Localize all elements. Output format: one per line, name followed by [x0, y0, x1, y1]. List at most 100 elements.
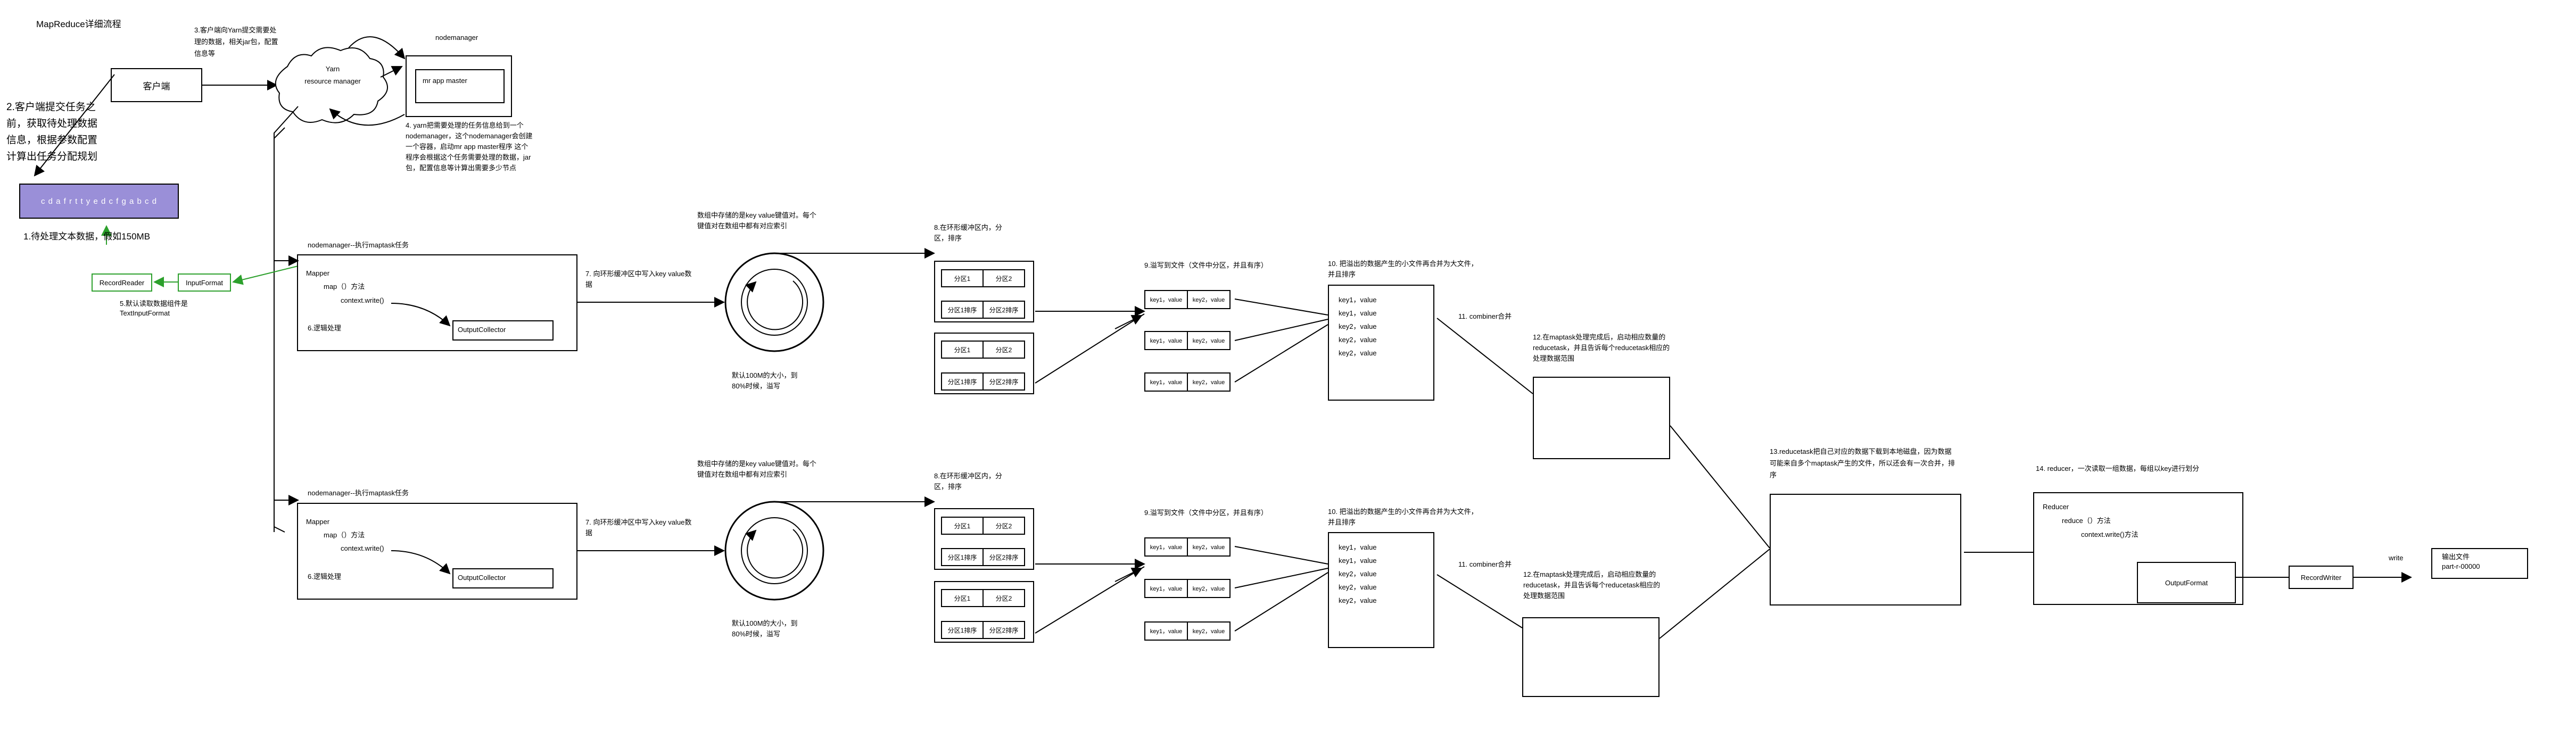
maptask-box: [297, 254, 577, 351]
partition-group-2: [934, 333, 1034, 394]
spill-kv-cell: key1，value: [1144, 537, 1188, 557]
spill-kv-cell: key1，value: [1144, 579, 1188, 598]
maptask-box: [297, 503, 577, 600]
partition-cell: 分区2: [982, 341, 1025, 359]
client-submit-note: 3.客户端向Yarn提交需要处理的数据，相关jar包，配置信息等: [194, 26, 278, 57]
record-writer-box: RecordWriter: [2289, 566, 2354, 589]
partition-group-1: [934, 261, 1034, 322]
partition-group-1: [934, 508, 1034, 570]
merged-file-box: key1，value key1，value key2，value key2，va…: [1328, 285, 1434, 401]
output-collector-label: OutputCollector: [458, 574, 506, 582]
maptask-node-label: nodemanager--执行maptask任务: [308, 489, 409, 497]
record-writer-label: RecordWriter: [2300, 573, 2342, 582]
reducer-box: [2033, 492, 2243, 605]
spill-kv-cell: key1，value: [1144, 621, 1188, 641]
nodemanager-box: [406, 55, 512, 117]
merged-kv: key1，value: [1339, 296, 1377, 304]
partition-sorted-cell: 分区1排序: [941, 548, 984, 566]
spill-kv-cell: key2，value: [1187, 621, 1231, 641]
partition-cell: 分区2: [982, 517, 1025, 535]
client-prepare-note: 2.客户端提交任务之前，获取待处理数据信息，根据参数配置计算出任务分配规划: [6, 102, 98, 162]
spill-kv-cell: key2，value: [1187, 372, 1231, 392]
record-reader-note: 5.默认读取数据组件是TextInputFormat: [120, 300, 188, 317]
merged-kv: key2，value: [1339, 336, 1377, 344]
partition-sorted-cell: 分区1排序: [941, 621, 984, 639]
output-file-label: 输出文件: [2442, 553, 2470, 561]
spill-threshold-note: 默认100M的大小，到80%时候，溢写: [732, 619, 798, 638]
partition-group-2: [934, 581, 1034, 643]
reducer-label: Reducer: [2043, 503, 2069, 511]
context-write-label: context.write(): [341, 296, 384, 304]
record-reader-box: RecordReader: [92, 273, 152, 292]
reduce-merge-box: [1770, 494, 1961, 605]
write-buffer-note: 7. 向环形缓冲区中写入key value数据: [585, 270, 692, 288]
write-buffer-note: 7. 向环形缓冲区中写入key value数据: [585, 518, 692, 537]
app-master-label: mr app master: [423, 77, 467, 85]
partition-sort-note: 8.在环形缓冲区内，分区，排序: [934, 472, 1002, 491]
spill-kv-cell: key1，value: [1144, 290, 1188, 309]
yarn-cloud-subtitle: resource manager: [304, 77, 361, 85]
input-format-label: InputFormat: [185, 278, 224, 287]
spill-file-note: 9.溢写到文件（文件中分区，并且有序）: [1144, 509, 1268, 517]
spill-kv-cell: key2，value: [1187, 537, 1231, 557]
output-file-box: 输出文件 part-r-00000: [2431, 548, 2528, 579]
merged-kv: key2，value: [1339, 322, 1377, 330]
reduce-copy-note: 13.reducetask把自己对应的数据下载到本地磁盘，因为数据可能来自多个m…: [1770, 447, 1955, 479]
mapper-label: Mapper: [306, 518, 330, 526]
merged-kv: key2，value: [1339, 596, 1377, 604]
spill-file-note: 9.溢写到文件（文件中分区，并且有序）: [1144, 261, 1268, 269]
ring-buffer-inner: [741, 269, 808, 336]
reducer-note: 14. reducer，一次读取一组数据，每组以key进行划分: [2036, 464, 2199, 472]
logic-label: 6.逻辑处理: [308, 324, 341, 332]
reduce-context-write-label: context.write()方法: [2081, 530, 2139, 538]
merged-kv: key1，value: [1339, 557, 1377, 565]
client-label: 客户端: [143, 81, 170, 92]
logic-label: 6.逻辑处理: [308, 573, 341, 580]
output-collector-box: OutputCollector: [452, 568, 554, 588]
partition-cell: 分区1: [941, 269, 984, 287]
partition-sort-note: 8.在环形缓冲区内，分区，排序: [934, 223, 1002, 242]
spill-kv-cell: key2，value: [1187, 579, 1231, 598]
partition-cell: 分区1: [941, 589, 984, 607]
ring-buffer-outer-2: [724, 501, 824, 601]
partition-sorted-cell: 分区2排序: [982, 548, 1025, 566]
ring-array-note: 数组中存储的是key value键值对。每个键值对在数组中都有对应索引: [697, 211, 816, 230]
combiner-note: 11. combiner合并: [1458, 560, 1512, 568]
input-data-note: 1.待处理文本数据，假如150MB: [23, 231, 151, 242]
yarn-cloud-shape: [275, 47, 388, 123]
context-write-label: context.write(): [341, 544, 384, 552]
merged-kv: key2，value: [1339, 583, 1377, 591]
spill-kv-cell: key1，value: [1144, 372, 1188, 392]
reduce-method-label: reduce（）方法: [2062, 517, 2111, 525]
partition-sorted-cell: 分区2排序: [982, 621, 1025, 639]
merge-note: 10. 把溢出的数据产生的小文件再合并为大文件，并且排序: [1328, 260, 1478, 278]
merged-kv: key2，value: [1339, 570, 1377, 578]
reduce-task-note: 12.在maptask处理完成后，启动相应数量的reducetask，并且告诉每…: [1523, 570, 1661, 600]
app-master-box: mr app master: [415, 69, 505, 103]
spill-threshold-note: 默认100M的大小，到80%时候，溢写: [732, 371, 798, 390]
write-label: write: [2389, 554, 2404, 562]
partition-sorted-cell: 分区2排序: [982, 301, 1025, 319]
input-data-text: c d a f r t t y e d c f g a b c d: [40, 196, 158, 206]
spill-kv-cell: key2，value: [1187, 331, 1231, 350]
reduce-task-note: 12.在maptask处理完成后，启动相应数量的reducetask，并且告诉每…: [1533, 333, 1670, 362]
combiner-box: [1533, 377, 1670, 459]
output-file-name: part-r-00000: [2442, 562, 2480, 570]
merged-kv: key2，value: [1339, 349, 1377, 357]
partition-sorted-cell: 分区1排序: [941, 301, 984, 319]
merged-kv: key1，value: [1339, 309, 1377, 317]
spill-kv-cell: key1，value: [1144, 331, 1188, 350]
yarn-cloud-title: Yarn: [325, 65, 340, 73]
nodemanager-title: nodemanager: [435, 34, 478, 42]
output-format-box: OutputFormat: [2137, 562, 2236, 603]
ring-array-note: 数组中存储的是key value键值对。每个键值对在数组中都有对应索引: [697, 460, 816, 478]
merge-note: 10. 把溢出的数据产生的小文件再合并为大文件，并且排序: [1328, 508, 1478, 526]
input-data-strip: c d a f r t t y e d c f g a b c d: [19, 184, 179, 219]
ring-buffer-outer: [724, 252, 824, 352]
partition-cell: 分区2: [982, 269, 1025, 287]
output-format-label: OutputFormat: [2165, 578, 2208, 587]
partition-cell: 分区1: [941, 341, 984, 359]
partition-cell: 分区2: [982, 589, 1025, 607]
diagram-title: MapReduce详细流程: [36, 19, 121, 29]
